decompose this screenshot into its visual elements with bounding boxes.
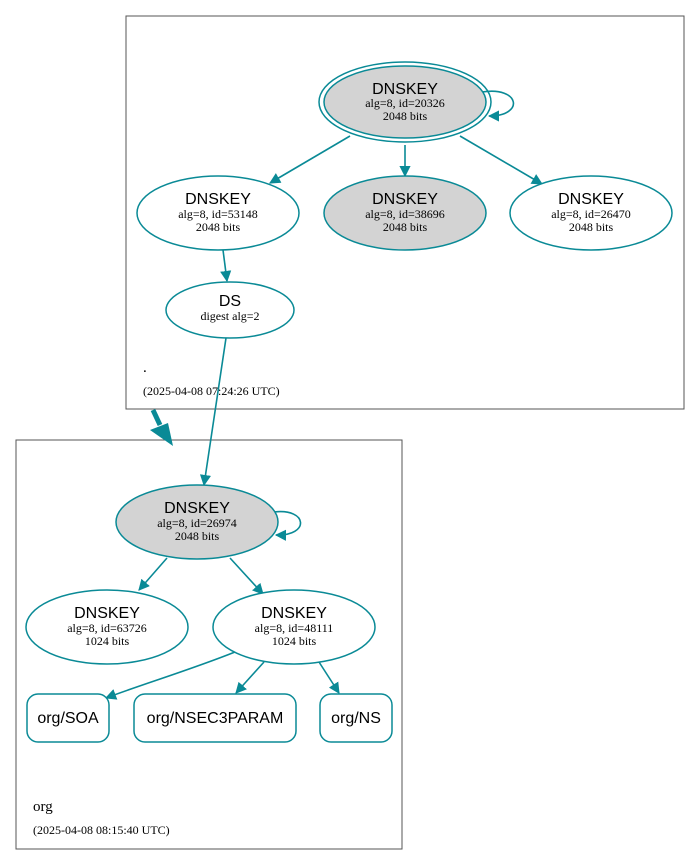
edge-zsk2-ns [318,661,340,694]
node-org-ns-label: org/NS [331,710,381,727]
node-ds-info: digest alg=2 [200,309,259,323]
edge-orgksk-zsk1 [138,557,168,591]
node-org-soa-label: org/SOA [37,710,99,727]
node-root-ksk-info: alg=8, id=20326 [365,96,445,110]
edge-zsk2-soa [104,651,236,700]
node-root-zsk1-type: DNSKEY [185,191,251,208]
edge-ksk-zsk1 [269,135,351,184]
node-org-zsk-63726: DNSKEY alg=8, id=63726 1024 bits [25,589,189,665]
zone-box-org [15,439,403,850]
node-org-zsk2-info: alg=8, id=48111 [255,621,334,635]
node-org-ksk-info: alg=8, id=26974 [157,516,237,530]
node-org-zsk1-info: alg=8, id=63726 [67,621,147,635]
node-root-zsk2-type: DNSKEY [558,191,624,208]
edge-orgksk-zsk2 [229,557,264,595]
node-org-ns: org/NS [319,693,393,743]
node-root-ksk2-type: DNSKEY [372,191,438,208]
node-root-zsk-26470: DNSKEY alg=8, id=26470 2048 bits [509,175,673,251]
delegation-arrowhead [150,423,173,446]
edge-orgksk-self [273,510,302,541]
delegation-arrow [150,408,163,427]
node-root-zsk-53148: DNSKEY alg=8, id=53148 2048 bits [136,175,300,251]
node-root-ksk2-bits: 2048 bits [383,220,428,234]
node-root-zsk2-info: alg=8, id=26470 [551,207,631,221]
node-org-zsk-48111: DNSKEY alg=8, id=48111 1024 bits [212,589,376,665]
zone-box-root [125,15,685,410]
node-root-zsk2-bits: 2048 bits [569,220,614,234]
edges [104,90,543,700]
node-org-ksk-type: DNSKEY [164,500,230,517]
node-root-zsk1-bits: 2048 bits [196,220,241,234]
node-org-ksk-bits: 2048 bits [175,529,220,543]
zone-root-name: . [143,360,147,376]
node-root-zsk1-info: alg=8, id=53148 [178,207,258,221]
node-org-soa: org/SOA [26,693,110,743]
zone-org-timestamp: (2025-04-08 08:15:40 UTC) [33,823,170,837]
node-root-ksk-bits: 2048 bits [383,109,428,123]
node-org-zsk1-bits: 1024 bits [85,634,130,648]
zone-org-name: org [33,799,53,815]
edge-zsk1-ds [220,249,232,283]
edge-zsk2-nsec3param [235,661,265,694]
node-org-ds: DS digest alg=2 [165,281,295,339]
edge-ksk-self [481,90,515,122]
node-org-zsk2-bits: 1024 bits [272,634,317,648]
node-root-ksk2-info: alg=8, id=38696 [365,207,445,221]
node-org-ksk: DNSKEY alg=8, id=26974 2048 bits [115,484,279,560]
node-root-ksk: DNSKEY alg=8, id=20326 2048 bits [318,61,492,143]
node-ds-type: DS [219,293,241,310]
node-org-nsec3param: org/NSEC3PARAM [133,693,297,743]
node-org-nsec3param-label: org/NSEC3PARAM [147,710,284,727]
edge-ds-orgksk [199,337,227,487]
edge-ksk-zsk2 [459,135,543,185]
node-root-ksk-type: DNSKEY [372,81,438,98]
node-org-zsk2-type: DNSKEY [261,605,327,622]
node-root-ksk-38696: DNSKEY alg=8, id=38696 2048 bits [323,175,487,251]
node-org-zsk1-type: DNSKEY [74,605,140,622]
zone-root-timestamp: (2025-04-08 07:24:26 UTC) [143,384,280,398]
